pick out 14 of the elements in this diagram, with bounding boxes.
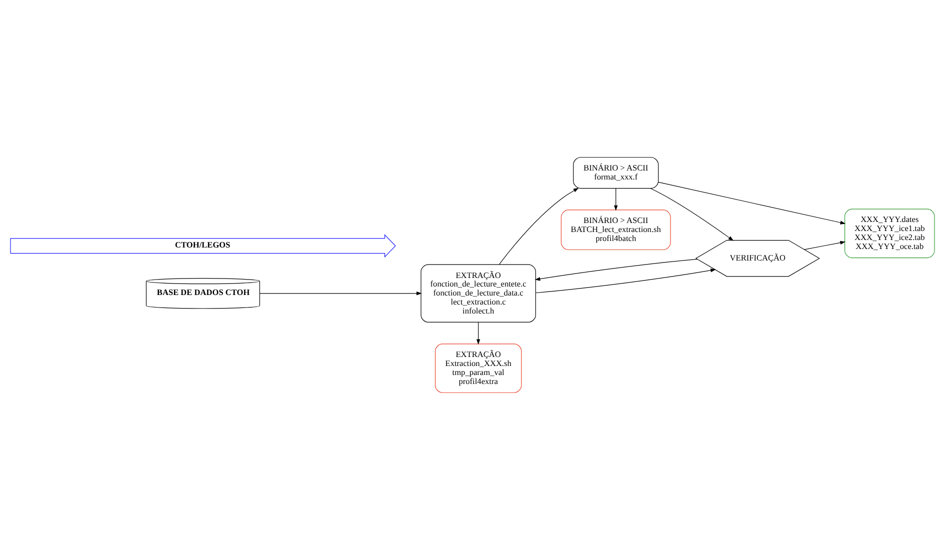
node-box: EXTRAÇÃO Extraction_XXX.sh tmp_param_val profil4extra (434, 343, 522, 392)
arrow (476, 322, 480, 344)
arrow (534, 258, 698, 280)
arrow (650, 188, 734, 240)
arrow (498, 187, 579, 264)
node-box: BINÁRIO > ASCII BATCH_lect_extraction.sh profil4batch (560, 209, 671, 250)
node-box: XXX_YYY.dates XXX_YYY_ice1.tab XXX_YYY_ice2.tab XXX_YYY_oce.tab (844, 208, 935, 258)
arrow (658, 181, 846, 224)
arrow (535, 268, 716, 293)
node-box: BINÁRIO > ASCII format_xxx.f (573, 156, 659, 188)
arrow (804, 240, 846, 250)
node-box: EXTRAÇÃO fonction_de_lecture_entete.c fonction_de_lecture_data.c lect_extraction.c infolect.h (420, 264, 536, 322)
arrow (259, 291, 422, 295)
arrow (614, 188, 618, 210)
